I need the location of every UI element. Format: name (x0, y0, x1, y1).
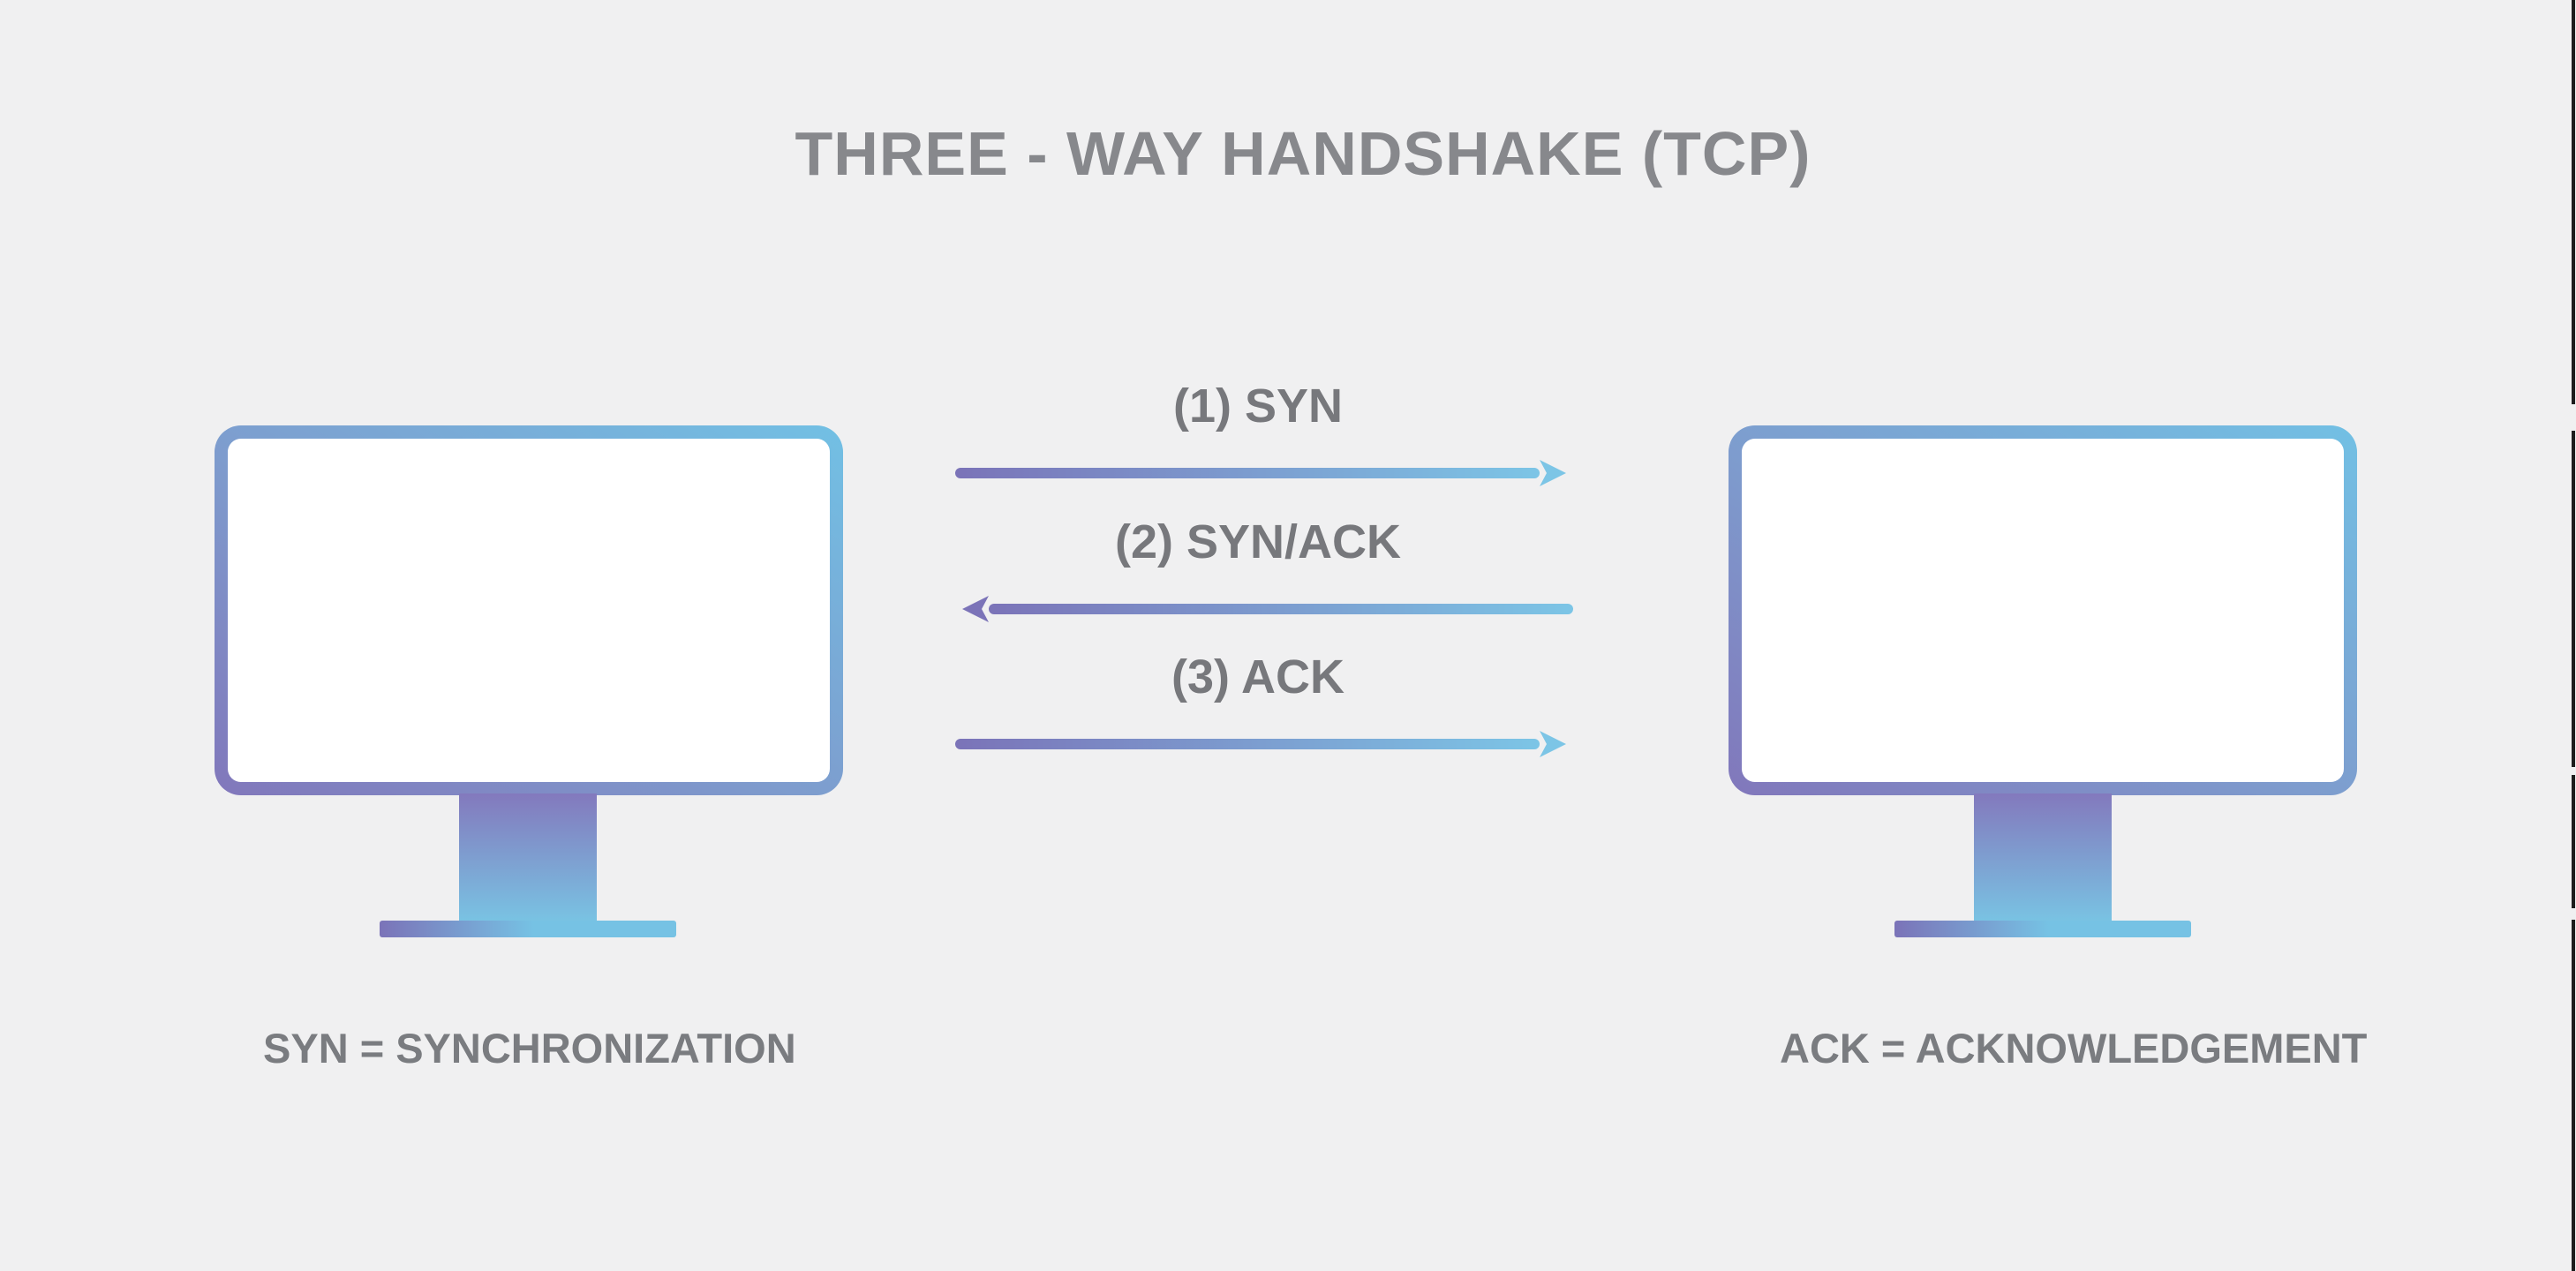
step-1-label: (1) SYN (1172, 380, 1344, 432)
step-3-label: (3) ACK (1171, 651, 1344, 703)
monitor-frame (215, 425, 843, 795)
monitor-base (1894, 921, 2191, 937)
monitor-screen (228, 439, 830, 782)
monitor-screen (1742, 439, 2344, 782)
page-edge-line (2572, 0, 2575, 404)
syn-definition-caption: SYN = SYNCHRONIZATION (263, 1025, 796, 1072)
monitor-base (380, 921, 676, 937)
step-2-label: (2) SYN/ACK (1114, 515, 1402, 568)
monitor-stand (459, 793, 597, 921)
monitor-stand (1974, 793, 2112, 921)
page-edge-line (2572, 775, 2575, 908)
diagram-title: THREE - WAY HANDSHAKE (TCP) (795, 119, 1811, 188)
monitor-frame (1729, 425, 2357, 795)
ack-arrow-icon (955, 731, 1566, 757)
syn-ack-arrow-icon (962, 596, 1573, 622)
page-edge-line (2572, 920, 2575, 1271)
syn-arrow-icon (955, 460, 1566, 486)
page-edge-line (2572, 431, 2575, 767)
ack-definition-caption: ACK = ACKNOWLEDGEMENT (1780, 1025, 2368, 1072)
